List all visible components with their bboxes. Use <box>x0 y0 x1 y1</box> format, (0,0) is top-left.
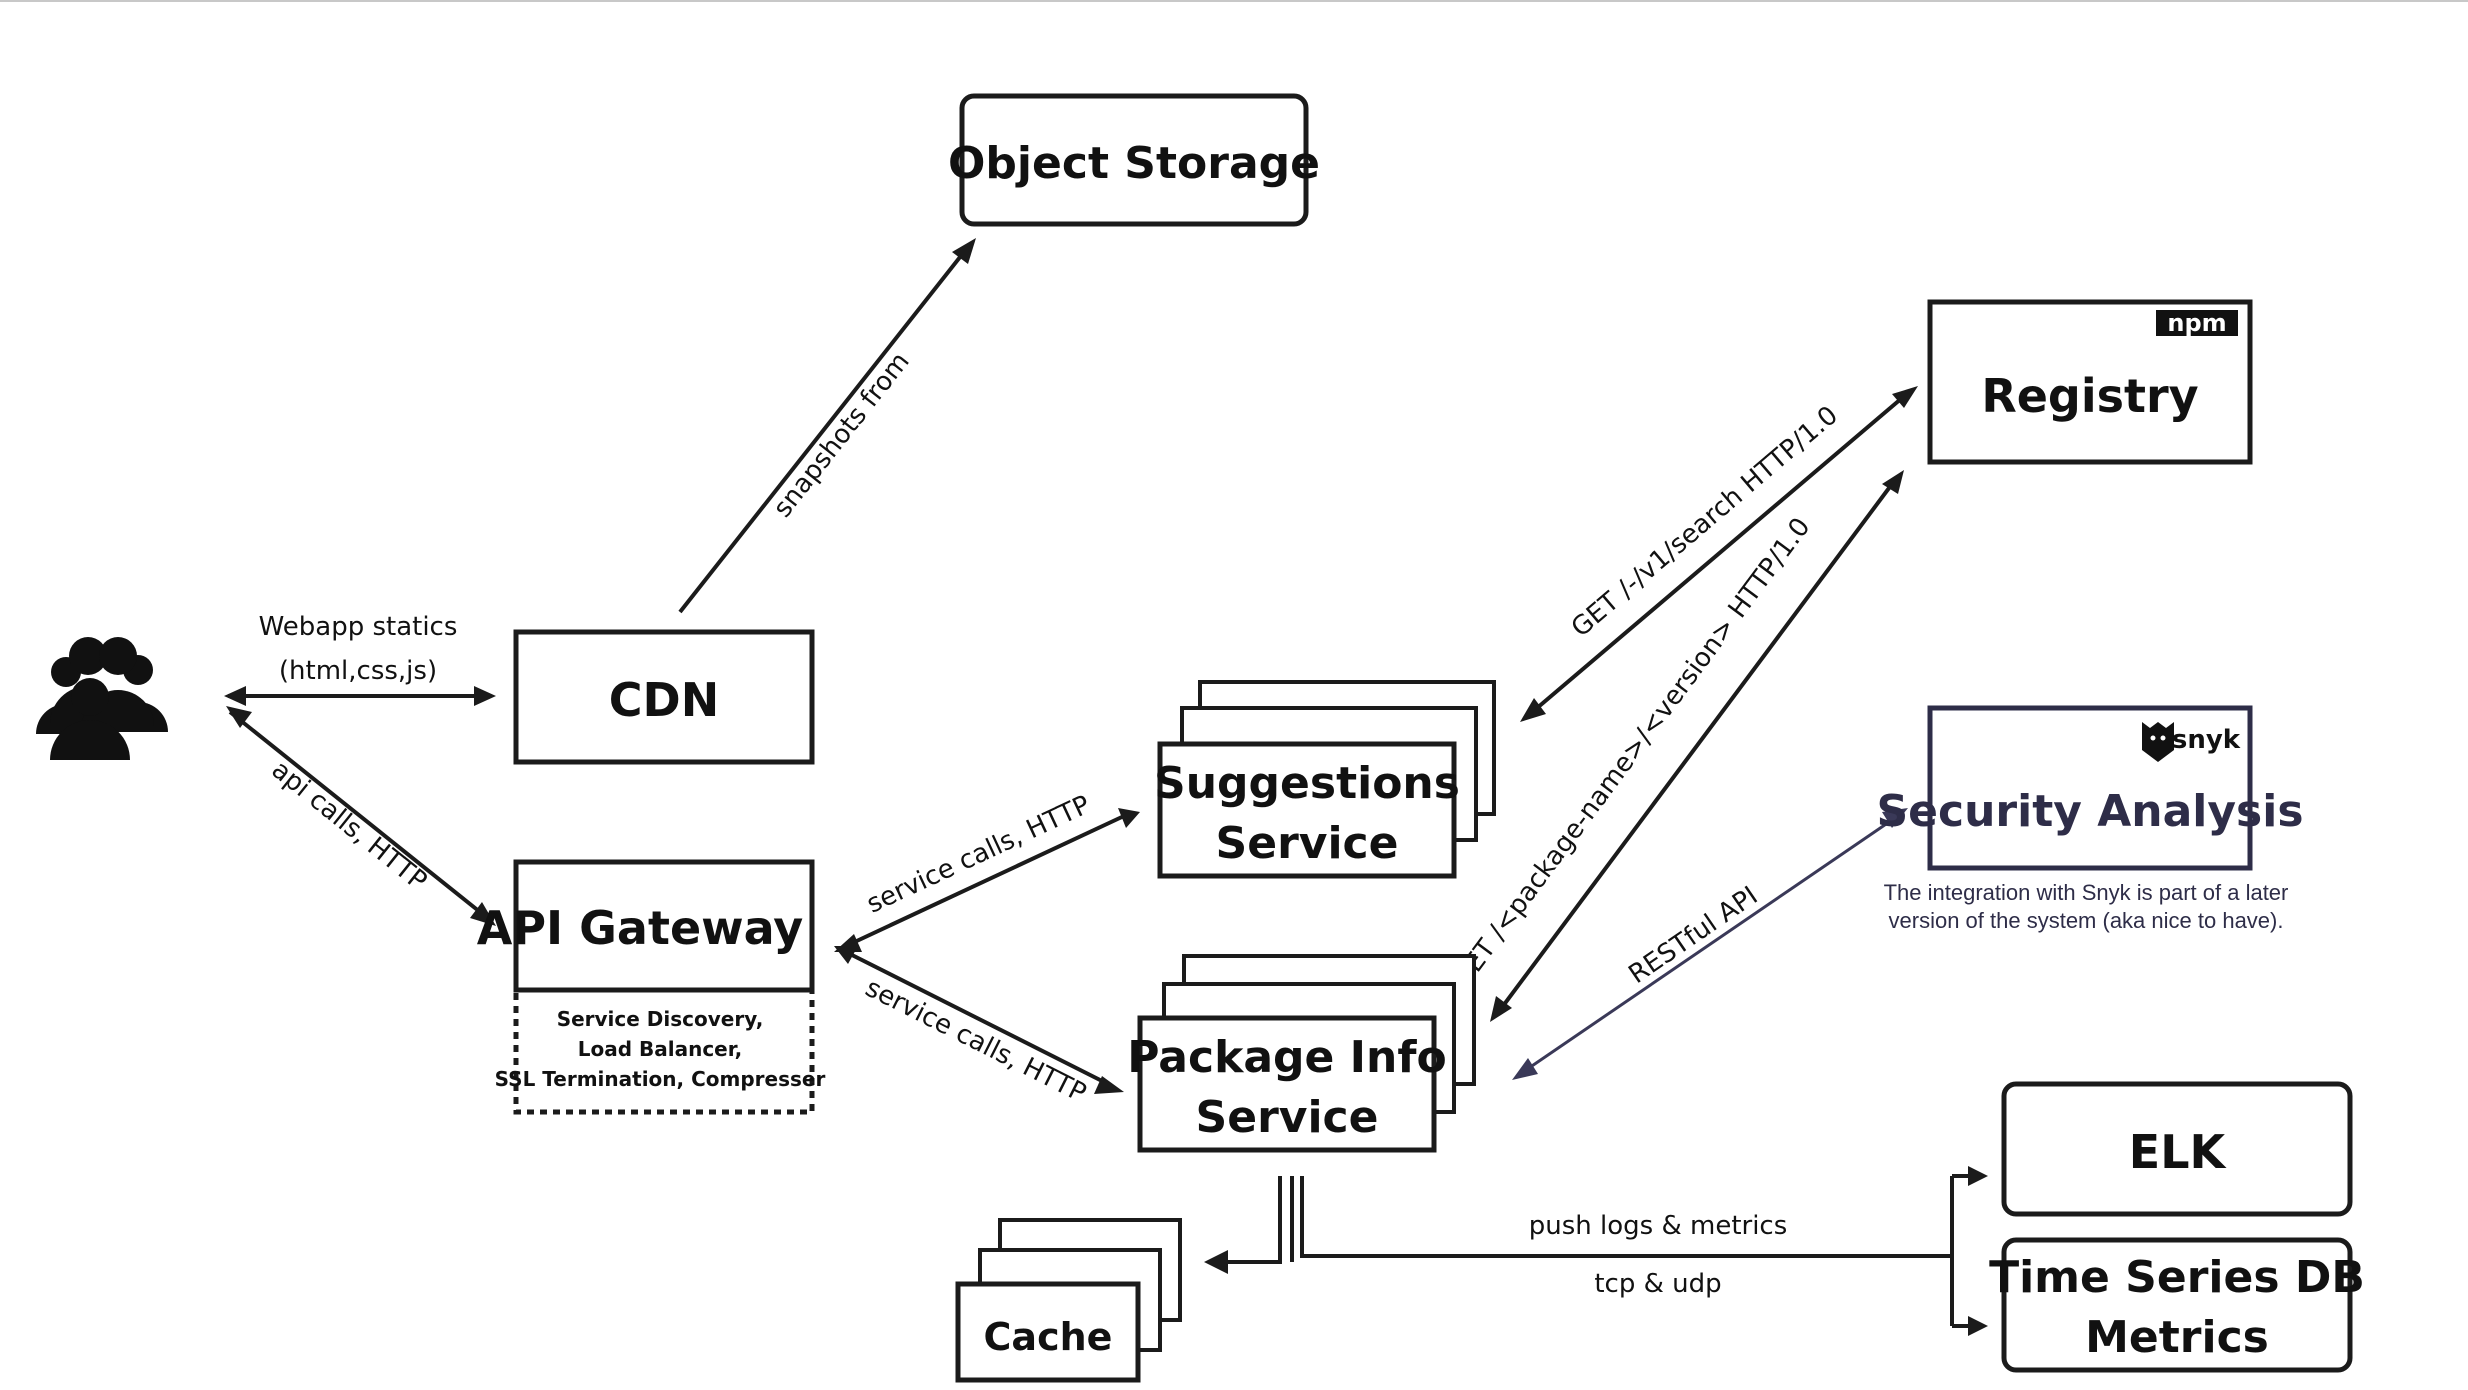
edge-snapshots <box>678 238 976 614</box>
api-gateway-detail-3: SSL Termination, Compresser <box>495 1067 826 1091</box>
edge-label-service-calls-package: service calls, HTTP <box>860 973 1090 1109</box>
cache-label: Cache <box>984 1315 1113 1359</box>
users-group-icon <box>36 637 168 760</box>
edge-cache <box>1204 1176 1294 1274</box>
api-gateway-detail-1: Service Discovery, <box>557 1007 764 1031</box>
api-gateway-label: API Gateway <box>477 901 804 955</box>
node-time-series-db: Time Series DB Metrics <box>1989 1237 2365 1373</box>
node-cache: Cache <box>955 1218 1182 1383</box>
registry-label: Registry <box>1981 369 2198 423</box>
suggestions-label-1: Suggestions <box>1154 758 1460 809</box>
elk-label: ELK <box>2129 1125 2228 1179</box>
npm-logo-text: npm <box>2167 309 2226 337</box>
edge-label-tcp-udp: tcp & udp <box>1594 1269 1721 1299</box>
edge-label-service-calls-suggestions: service calls, HTTP <box>862 790 1095 920</box>
node-cdn: CDN <box>513 629 815 765</box>
edge-label-api-calls: api calls, HTTP <box>266 755 432 897</box>
edge-webapp-statics <box>224 686 496 706</box>
edge-label-snapshots: snapshots from <box>768 347 916 523</box>
edge-api-calls <box>226 706 496 926</box>
package-info-label-2: Service <box>1196 1092 1379 1143</box>
snyk-dog-icon <box>2142 722 2174 762</box>
edge-label-push-logs: push logs & metrics <box>1529 1211 1788 1241</box>
snyk-logo-text: snyk <box>2172 725 2241 755</box>
edge-registry-package <box>1490 470 1904 1022</box>
security-note-2: version of the system (aka nice to have)… <box>1889 908 2284 933</box>
npm-logo-icon <box>2156 310 2238 336</box>
node-package-info-service: Package Info Service <box>1127 954 1476 1153</box>
suggestions-label-2: Service <box>1216 818 1399 869</box>
object-storage-label: Object Storage <box>948 138 1320 189</box>
edge-label-webapp-statics-1: Webapp statics <box>259 612 458 642</box>
edge-restful-api <box>1512 808 1908 1080</box>
edge-label-restful-api: RESTful API <box>1624 881 1764 990</box>
edge-label-webapp-statics-2: (html,css,js) <box>279 656 437 686</box>
node-security-analysis: snyk Security Analysis <box>1876 705 2304 871</box>
node-object-storage: Object Storage <box>948 93 1320 227</box>
security-note-1: The integration with Snyk is part of a l… <box>1884 880 2289 905</box>
security-analysis-label: Security Analysis <box>1876 786 2303 837</box>
tsdb-label-2: Metrics <box>2085 1312 2269 1363</box>
api-gateway-detail-2: Load Balancer, <box>578 1037 743 1061</box>
node-api-gateway: API Gateway Service Discovery, Load Bala… <box>477 859 826 1115</box>
node-elk: ELK <box>2001 1081 2353 1217</box>
node-registry: npm Registry <box>1927 299 2253 465</box>
edge-push-logs <box>1300 1166 1988 1336</box>
edge-service-calls-package <box>834 946 1124 1094</box>
cdn-label: CDN <box>609 673 719 727</box>
tsdb-label-1: Time Series DB <box>1989 1252 2365 1303</box>
node-suggestions-service: Suggestions Service <box>1154 680 1496 879</box>
edge-service-calls-suggestions <box>834 808 1140 952</box>
package-info-label-1: Package Info <box>1127 1032 1447 1083</box>
edge-registry-search <box>1520 386 1918 722</box>
